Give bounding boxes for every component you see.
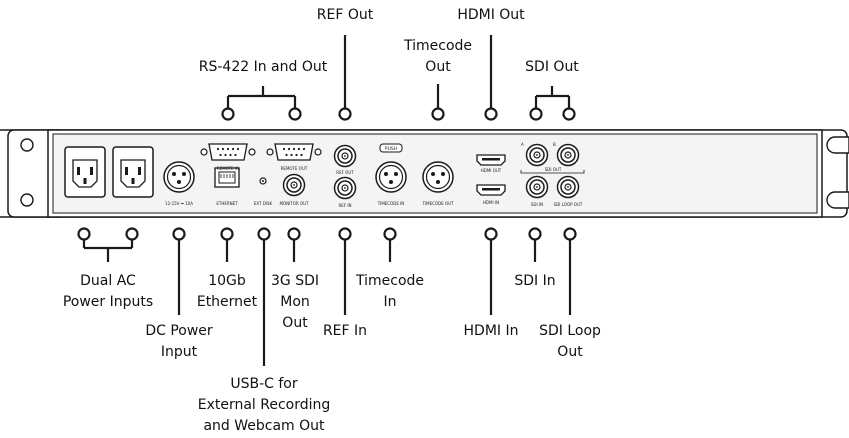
sdi-out-a-connector-icon — [525, 143, 549, 167]
sdi-monitor-out-connector-icon — [282, 173, 306, 197]
pointer-icon — [77, 227, 91, 241]
hdmi-in-connector-icon — [476, 184, 506, 196]
panel-label-sdi-in: SDI IN — [531, 202, 543, 207]
panel-label-push: PUSH — [385, 146, 397, 152]
sdi-in-connector-icon — [525, 175, 549, 199]
pointer-icon — [338, 107, 352, 121]
dc-power-connector-icon — [163, 161, 195, 193]
rack-hole-icon — [20, 138, 34, 152]
panel-label-sdi-loop-out: SDI LOOP OUT — [554, 202, 583, 207]
pointer-icon — [563, 227, 577, 241]
pointer-icon — [484, 107, 498, 121]
ac-inlet-1-icon — [64, 146, 106, 198]
pointer-icon — [338, 227, 352, 241]
pointer-icon — [431, 107, 445, 121]
push-tab: PUSH — [379, 143, 403, 153]
callout-usb-c: USB-C for External Recording and Webcam … — [197, 376, 331, 434]
callout-ethernet: 10Gb Ethernet — [196, 273, 258, 310]
callout-dc-power: DC Power Input — [145, 323, 213, 360]
callout-sdi-out: SDI Out — [525, 59, 579, 75]
ac-inlet-2-icon — [112, 146, 154, 198]
bottom-callout-lines — [77, 227, 577, 366]
ref-in-connector-icon — [333, 176, 357, 200]
pointer-icon — [220, 227, 234, 241]
pointer-icon — [221, 107, 235, 121]
panel-label-timecode-out: TIMECODE OUT — [422, 201, 454, 206]
pointer-icon — [257, 227, 271, 241]
callout-3g-sdi-mon-out: 3G SDI Mon Out — [270, 273, 319, 331]
panel-label-sdi-out: SDI OUT — [545, 167, 562, 172]
sdi-loop-out-connector-icon — [556, 175, 580, 199]
panel-label-remote-out: REMOTE OUT — [281, 166, 308, 171]
panel-label-sdi-b: B — [553, 142, 556, 147]
callout-timecode-in: Timecode In — [355, 273, 425, 310]
callout-sdi-in: SDI In — [514, 273, 556, 289]
callout-hdmi-in: HDMI In — [463, 323, 519, 339]
rack-hole-icon — [20, 193, 34, 207]
pointer-icon — [562, 107, 576, 121]
pointer-icon — [172, 227, 186, 241]
panel-label-ref-in: REF IN — [338, 203, 351, 208]
pointer-icon — [528, 227, 542, 241]
pointer-icon — [288, 107, 302, 121]
callout-timecode-out: Timecode Out — [403, 38, 473, 75]
panel-label-monitor-out: MONITOR OUT — [280, 201, 309, 206]
timecode-in-connector-icon — [375, 161, 407, 193]
top-callout-lines — [221, 35, 576, 121]
callout-rs422: RS-422 In and Out — [198, 59, 328, 75]
hdmi-out-connector-icon — [476, 154, 506, 166]
callout-ref-out: REF Out — [316, 7, 374, 23]
sdi-out-b-connector-icon — [556, 143, 580, 167]
panel-label-sdi-a: A — [521, 142, 524, 147]
usb-c-port-icon — [259, 177, 267, 185]
pointer-icon — [529, 107, 543, 121]
pointer-icon — [484, 227, 498, 241]
ethernet-port-icon — [214, 167, 240, 188]
panel-label-ethernet: ETHERNET — [216, 201, 238, 206]
panel-label-hdmi-out: HDMI OUT — [481, 168, 502, 173]
callout-sdi-loop-out: SDI Loop Out — [539, 323, 601, 360]
panel-label-ref-out: REF OUT — [336, 170, 354, 175]
panel-label-ext-disk: EXT DISK — [254, 201, 273, 206]
panel-label-hdmi-in: HDMI IN — [483, 200, 499, 205]
pointer-icon — [383, 227, 397, 241]
callout-hdmi-out: HDMI Out — [457, 7, 525, 23]
callout-dual-ac: Dual AC Power Inputs — [62, 273, 154, 310]
panel-label-power: 12-15V ⎓ 10A — [165, 201, 193, 206]
panel-label-remote-in: REMOTE IN — [217, 166, 239, 171]
callout-ref-in: REF In — [322, 323, 368, 339]
panel-label-timecode-in: TIMECODE IN — [377, 201, 405, 206]
timecode-out-connector-icon — [422, 161, 454, 193]
ref-out-connector-icon — [333, 144, 357, 168]
pointer-icon — [287, 227, 301, 241]
pointer-icon — [125, 227, 139, 241]
